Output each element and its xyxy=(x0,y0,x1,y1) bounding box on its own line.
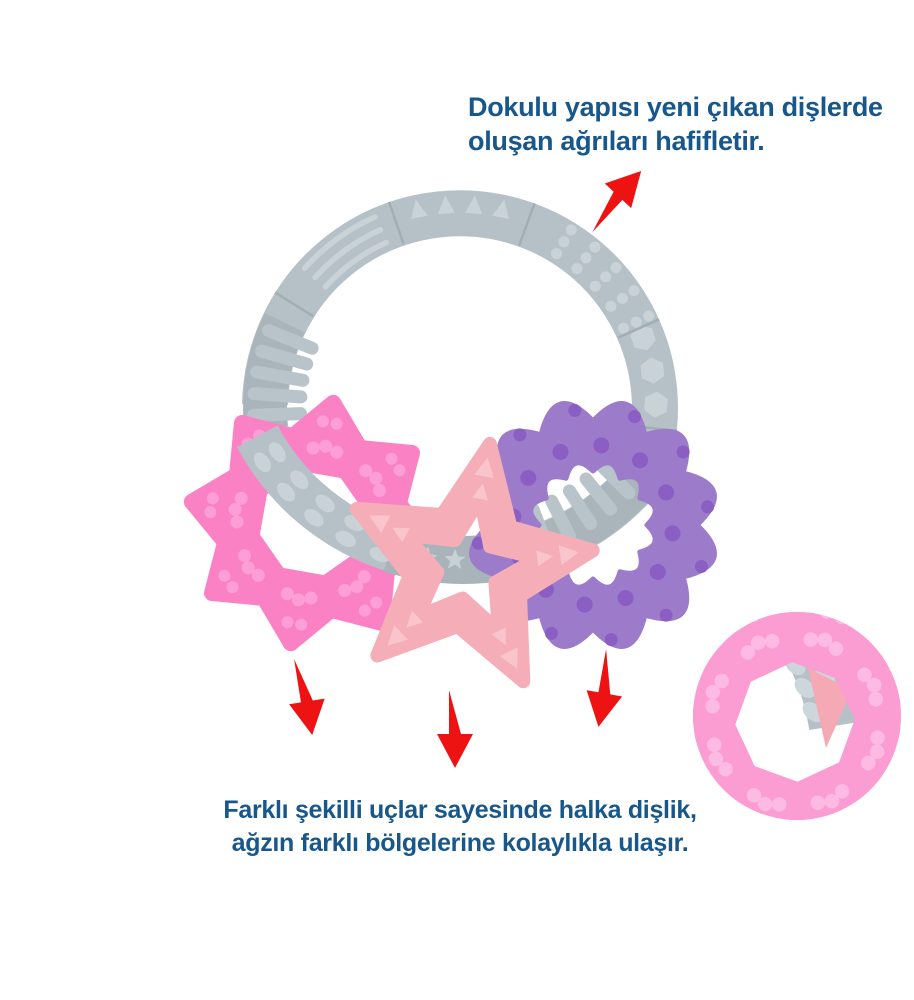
top-caption-line2: oluşan ağrıları hafifletir. xyxy=(468,126,765,156)
bottom-caption-line1: Farklı şekilli uçlar sayesinde halka diş… xyxy=(223,796,697,824)
arrow-down-center-icon xyxy=(437,690,473,768)
arrow-up-right-icon xyxy=(574,158,655,241)
arrow-down-left-icon xyxy=(282,655,330,738)
ring-groove-lines-texture xyxy=(301,214,390,290)
bottom-caption: Farklı şekilli uçlar sayesinde halka diş… xyxy=(105,794,815,860)
top-caption: Dokulu yapısı yeni çıkan dişlerde oluşan… xyxy=(468,90,883,158)
gray-ring xyxy=(242,190,678,487)
detail-inset xyxy=(620,612,914,820)
ring-ribbed-grip xyxy=(243,312,319,431)
top-caption-line1: Dokulu yapısı yeni çıkan dişlerde xyxy=(468,92,883,122)
bottom-caption-line2: ağzın farklı bölgelerine kolaylıkla ulaş… xyxy=(231,829,689,857)
ring-triangle-texture xyxy=(411,195,509,220)
arrow-down-right-icon xyxy=(580,646,630,730)
ring-dot-texture xyxy=(551,224,655,334)
